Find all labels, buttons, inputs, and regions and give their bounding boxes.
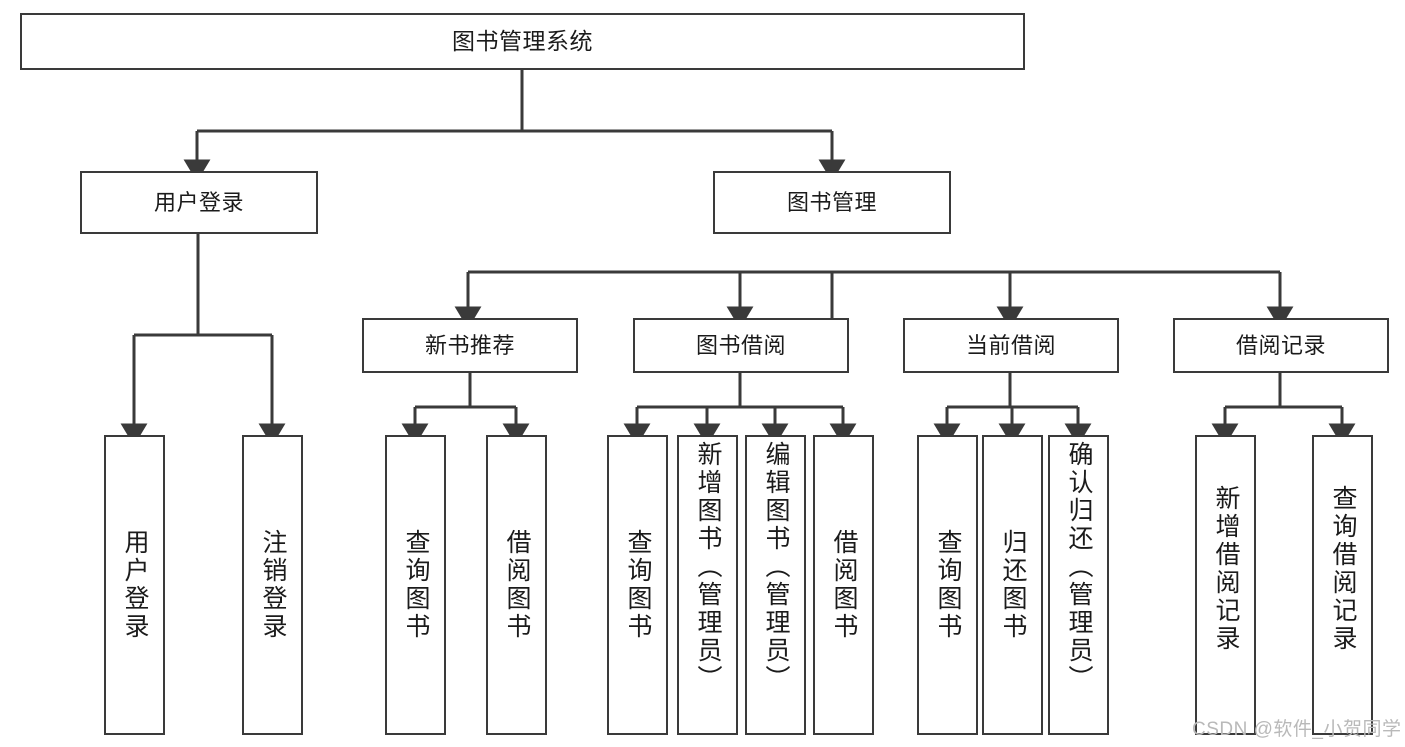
node-leaf-user-login[interactable]: 用户登录 xyxy=(104,435,165,735)
node-label: 编辑图书（管理员） xyxy=(762,441,790,693)
node-borrow-record[interactable]: 借阅记录 xyxy=(1173,318,1389,373)
node-label: 查询图书 xyxy=(624,529,652,641)
node-leaf-borrow-book-1[interactable]: 借阅图书 xyxy=(486,435,547,735)
node-label: 借阅记录 xyxy=(1235,332,1326,358)
node-leaf-confirm-return[interactable]: 确认归还（管理员） xyxy=(1048,435,1109,735)
node-leaf-add-record[interactable]: 新增借阅记录 xyxy=(1195,435,1256,735)
node-root-system[interactable]: 图书管理系统 xyxy=(20,13,1025,70)
node-label: 借阅图书 xyxy=(503,529,531,641)
node-current-borrow[interactable]: 当前借阅 xyxy=(903,318,1119,373)
node-label: 查询借阅记录 xyxy=(1329,485,1357,653)
node-label: 新增借阅记录 xyxy=(1212,485,1240,653)
node-label: 归还图书 xyxy=(999,529,1027,641)
node-label: 查询图书 xyxy=(934,529,962,641)
node-leaf-logout-login[interactable]: 注销登录 xyxy=(242,435,303,735)
node-user-login[interactable]: 用户登录 xyxy=(80,171,318,234)
node-label: 注销登录 xyxy=(259,529,287,641)
node-label: 查询图书 xyxy=(402,529,430,641)
node-label: 新增图书（管理员） xyxy=(694,441,722,693)
node-label: 用户登录 xyxy=(121,529,149,641)
node-leaf-edit-book[interactable]: 编辑图书（管理员） xyxy=(745,435,806,735)
node-leaf-query-record[interactable]: 查询借阅记录 xyxy=(1312,435,1373,735)
node-label: 新书推荐 xyxy=(424,332,515,358)
node-label: 借阅图书 xyxy=(830,529,858,641)
node-label: 图书借阅 xyxy=(695,332,786,358)
node-leaf-add-book[interactable]: 新增图书（管理员） xyxy=(677,435,738,735)
node-label: 图书管理 xyxy=(786,189,877,215)
node-book-borrow[interactable]: 图书借阅 xyxy=(633,318,849,373)
node-label: 用户登录 xyxy=(153,189,244,215)
node-label: 图书管理系统 xyxy=(452,27,593,54)
node-leaf-borrow-book-2[interactable]: 借阅图书 xyxy=(813,435,874,735)
node-label: 确认归还（管理员） xyxy=(1065,441,1093,693)
node-leaf-query-book-3[interactable]: 查询图书 xyxy=(917,435,978,735)
watermark-text: CSDN @软件_小贺同学 xyxy=(1192,719,1402,740)
node-leaf-query-book-1[interactable]: 查询图书 xyxy=(385,435,446,735)
node-new-book-recommend[interactable]: 新书推荐 xyxy=(362,318,578,373)
node-book-manage[interactable]: 图书管理 xyxy=(713,171,951,234)
node-leaf-return-book[interactable]: 归还图书 xyxy=(982,435,1043,735)
node-leaf-query-book-2[interactable]: 查询图书 xyxy=(607,435,668,735)
node-label: 当前借阅 xyxy=(965,332,1056,358)
